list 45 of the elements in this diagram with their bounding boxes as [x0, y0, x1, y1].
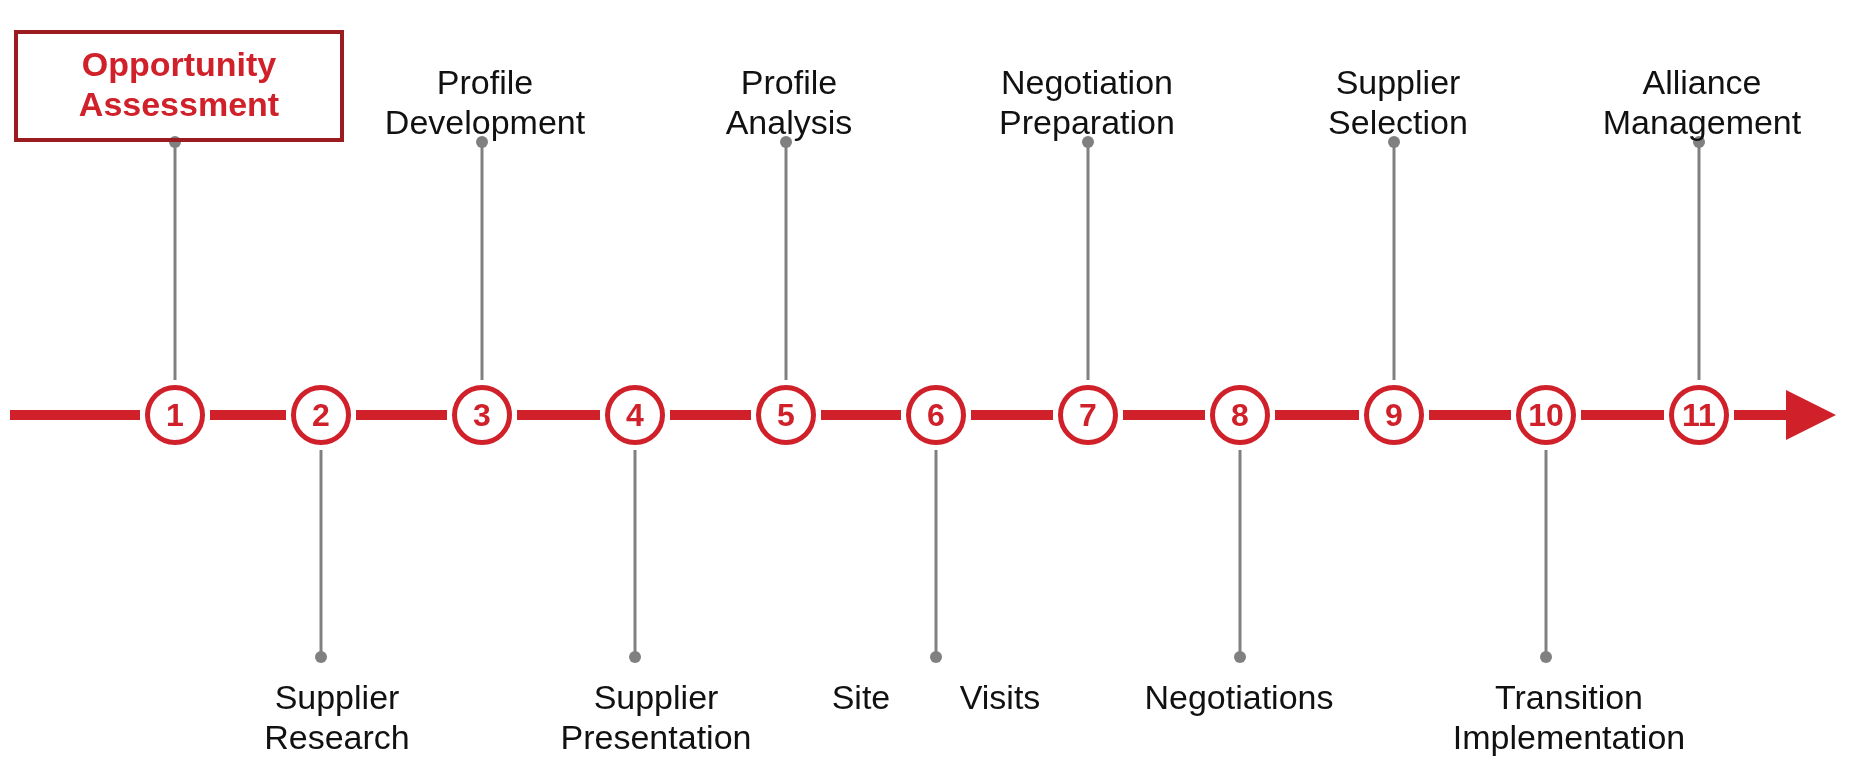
- step-label: Transition Implementation: [1439, 657, 1699, 757]
- timeline-line: [210, 410, 286, 420]
- numbered-circle: 5: [756, 385, 816, 445]
- leader-line: [315, 450, 327, 663]
- numbered-circle: 10: [1516, 385, 1576, 445]
- timeline-line: [10, 410, 140, 420]
- leader-line: [1693, 136, 1705, 380]
- step-label: Negotiations: [1109, 657, 1369, 717]
- timeline-line: [1429, 410, 1511, 420]
- step-label: Supplier Selection: [1268, 62, 1528, 142]
- step-label: Site Visits: [806, 657, 1066, 717]
- numbered-circle: 1: [145, 385, 205, 445]
- timeline-line: [670, 410, 751, 420]
- leader-line: [1540, 450, 1552, 663]
- numbered-circle: 11: [1669, 385, 1729, 445]
- timeline-line: [1123, 410, 1205, 420]
- timeline-line: [971, 410, 1053, 420]
- numbered-circle: 6: [906, 385, 966, 445]
- leader-line: [169, 136, 181, 380]
- timeline-line: [821, 410, 901, 420]
- leader-line: [1388, 136, 1400, 380]
- leader-line: [1234, 450, 1246, 663]
- step-label: Alliance Management: [1572, 62, 1832, 142]
- timeline-line: [356, 410, 447, 420]
- numbered-circle: 7: [1058, 385, 1118, 445]
- timeline-line: [517, 410, 600, 420]
- numbered-circle: 8: [1210, 385, 1270, 445]
- leader-line: [780, 136, 792, 380]
- leader-line: [476, 136, 488, 380]
- timeline-arrow: [1734, 390, 1836, 440]
- step-label: Supplier Research: [207, 657, 467, 757]
- timeline-line: [1581, 410, 1664, 420]
- step-label: Profile Analysis: [659, 62, 919, 142]
- step-label: Profile Development: [355, 62, 615, 142]
- step-label: Negotiation Preparation: [957, 62, 1217, 142]
- timeline-line: [1275, 410, 1359, 420]
- step-label: Supplier Presentation: [526, 657, 786, 757]
- numbered-circle: 2: [291, 385, 351, 445]
- leader-line: [930, 450, 942, 663]
- numbered-circle: 9: [1364, 385, 1424, 445]
- leader-line: [629, 450, 641, 663]
- highlighted-step-label: Opportunity Assessment: [14, 30, 344, 142]
- numbered-circle: 4: [605, 385, 665, 445]
- numbered-circle: 3: [452, 385, 512, 445]
- leader-line: [1082, 136, 1094, 380]
